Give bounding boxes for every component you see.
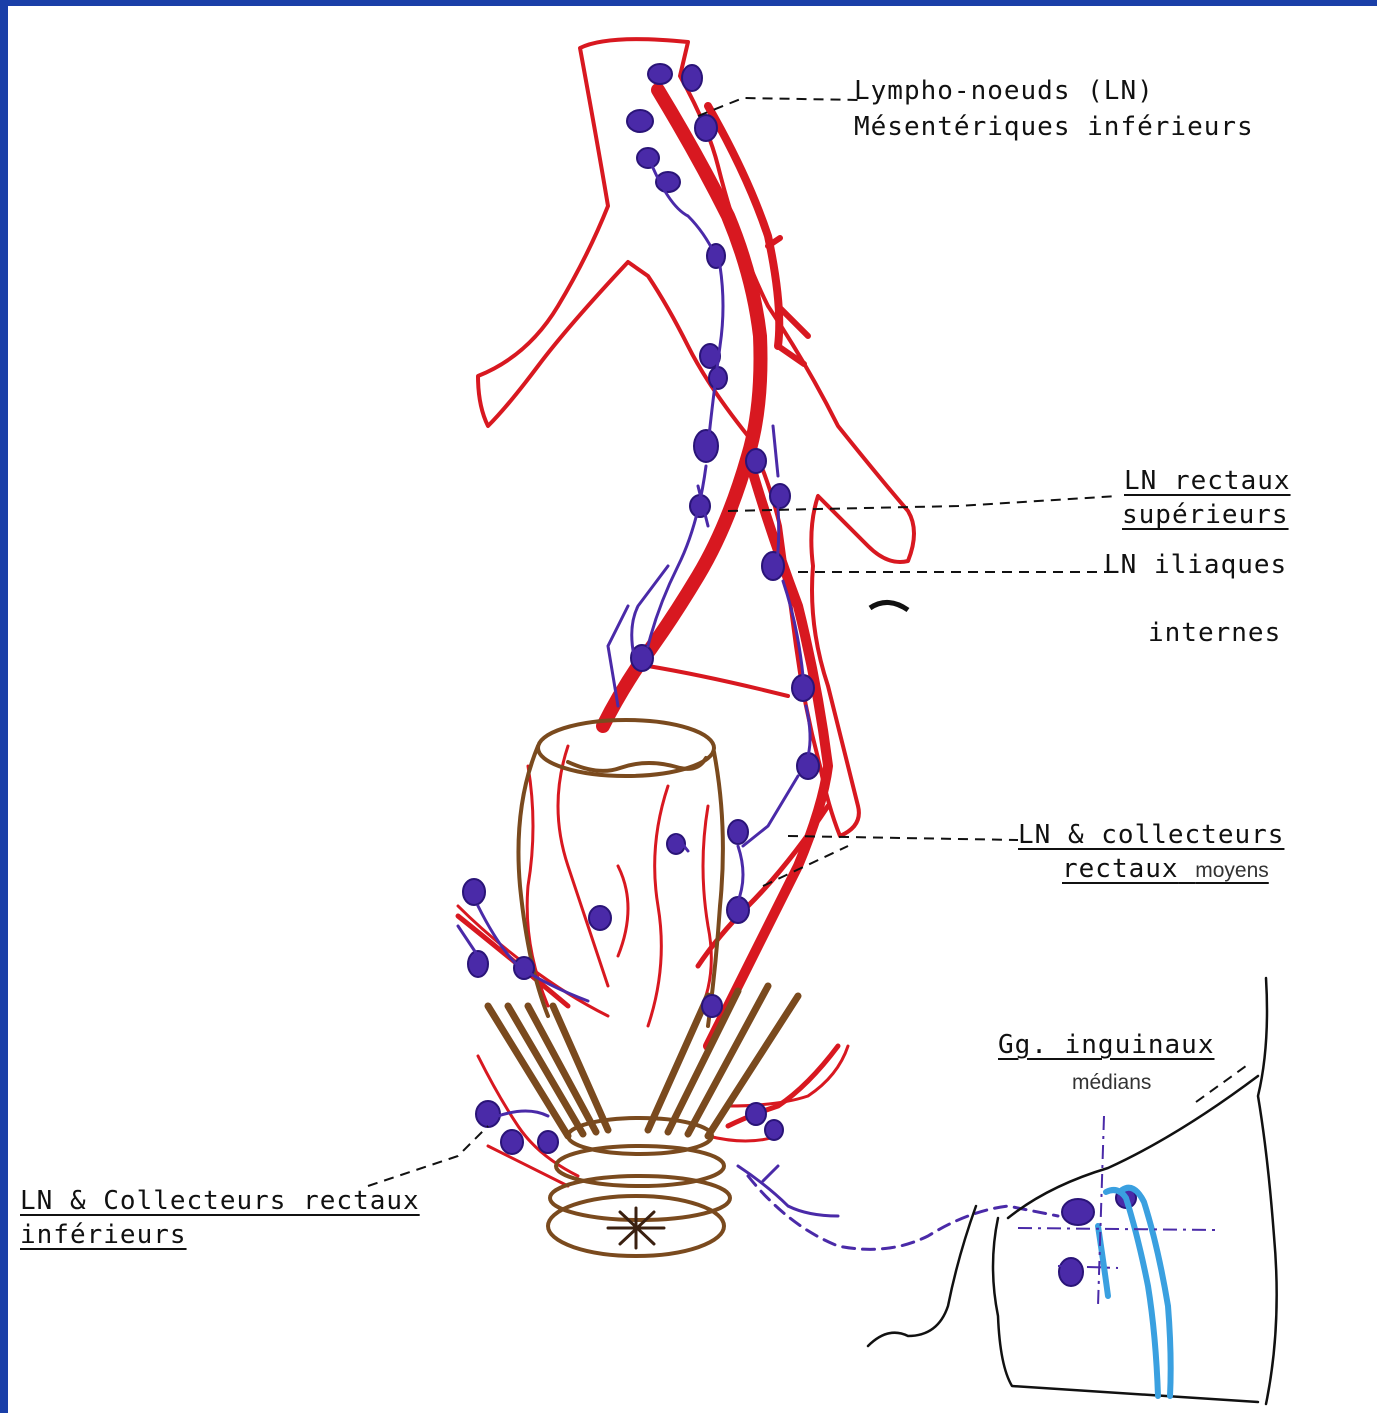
ureter-mark [870,602,908,610]
anus-star [608,1208,664,1248]
diagram-canvas: Lympho-noeuds (LN) Mésentériques inférie… [8,6,1377,1413]
label-middle-rectal-word: rectaux [1062,854,1179,884]
label-inferior-rectal-line1: LN & Collecteurs rectaux [20,1184,420,1218]
inguinal-axis-lines [1018,1116,1218,1306]
label-inferior-rectal-line2: inférieurs [20,1218,187,1252]
superior-rectal-artery [603,90,828,1046]
label-middle-rectal-line1: LN & collecteurs [1018,818,1284,852]
label-middle-rectal-line2: rectaux moyens [1062,852,1269,888]
label-superior-rectal-line2: supérieurs [1122,498,1289,532]
label-iliac-line2: internes [1148,616,1281,650]
label-inguinal-line1: Gg. inguinaux [998,1028,1215,1062]
label-mesenteric-line1: Lympho-noeuds (LN) [854,74,1154,108]
femoral-vessel [1098,1188,1171,1396]
label-middle-rectal-hand: moyens [1195,859,1269,882]
inguinal-lymphatic-route [748,1176,1058,1249]
label-mesenteric-line2: Mésentériques inférieurs [854,110,1254,144]
label-inguinal-hand: médians [1072,1066,1151,1100]
label-superior-rectal-line1: LN rectaux [1124,464,1291,498]
label-iliac-line1: LN iliaques [1104,548,1287,582]
